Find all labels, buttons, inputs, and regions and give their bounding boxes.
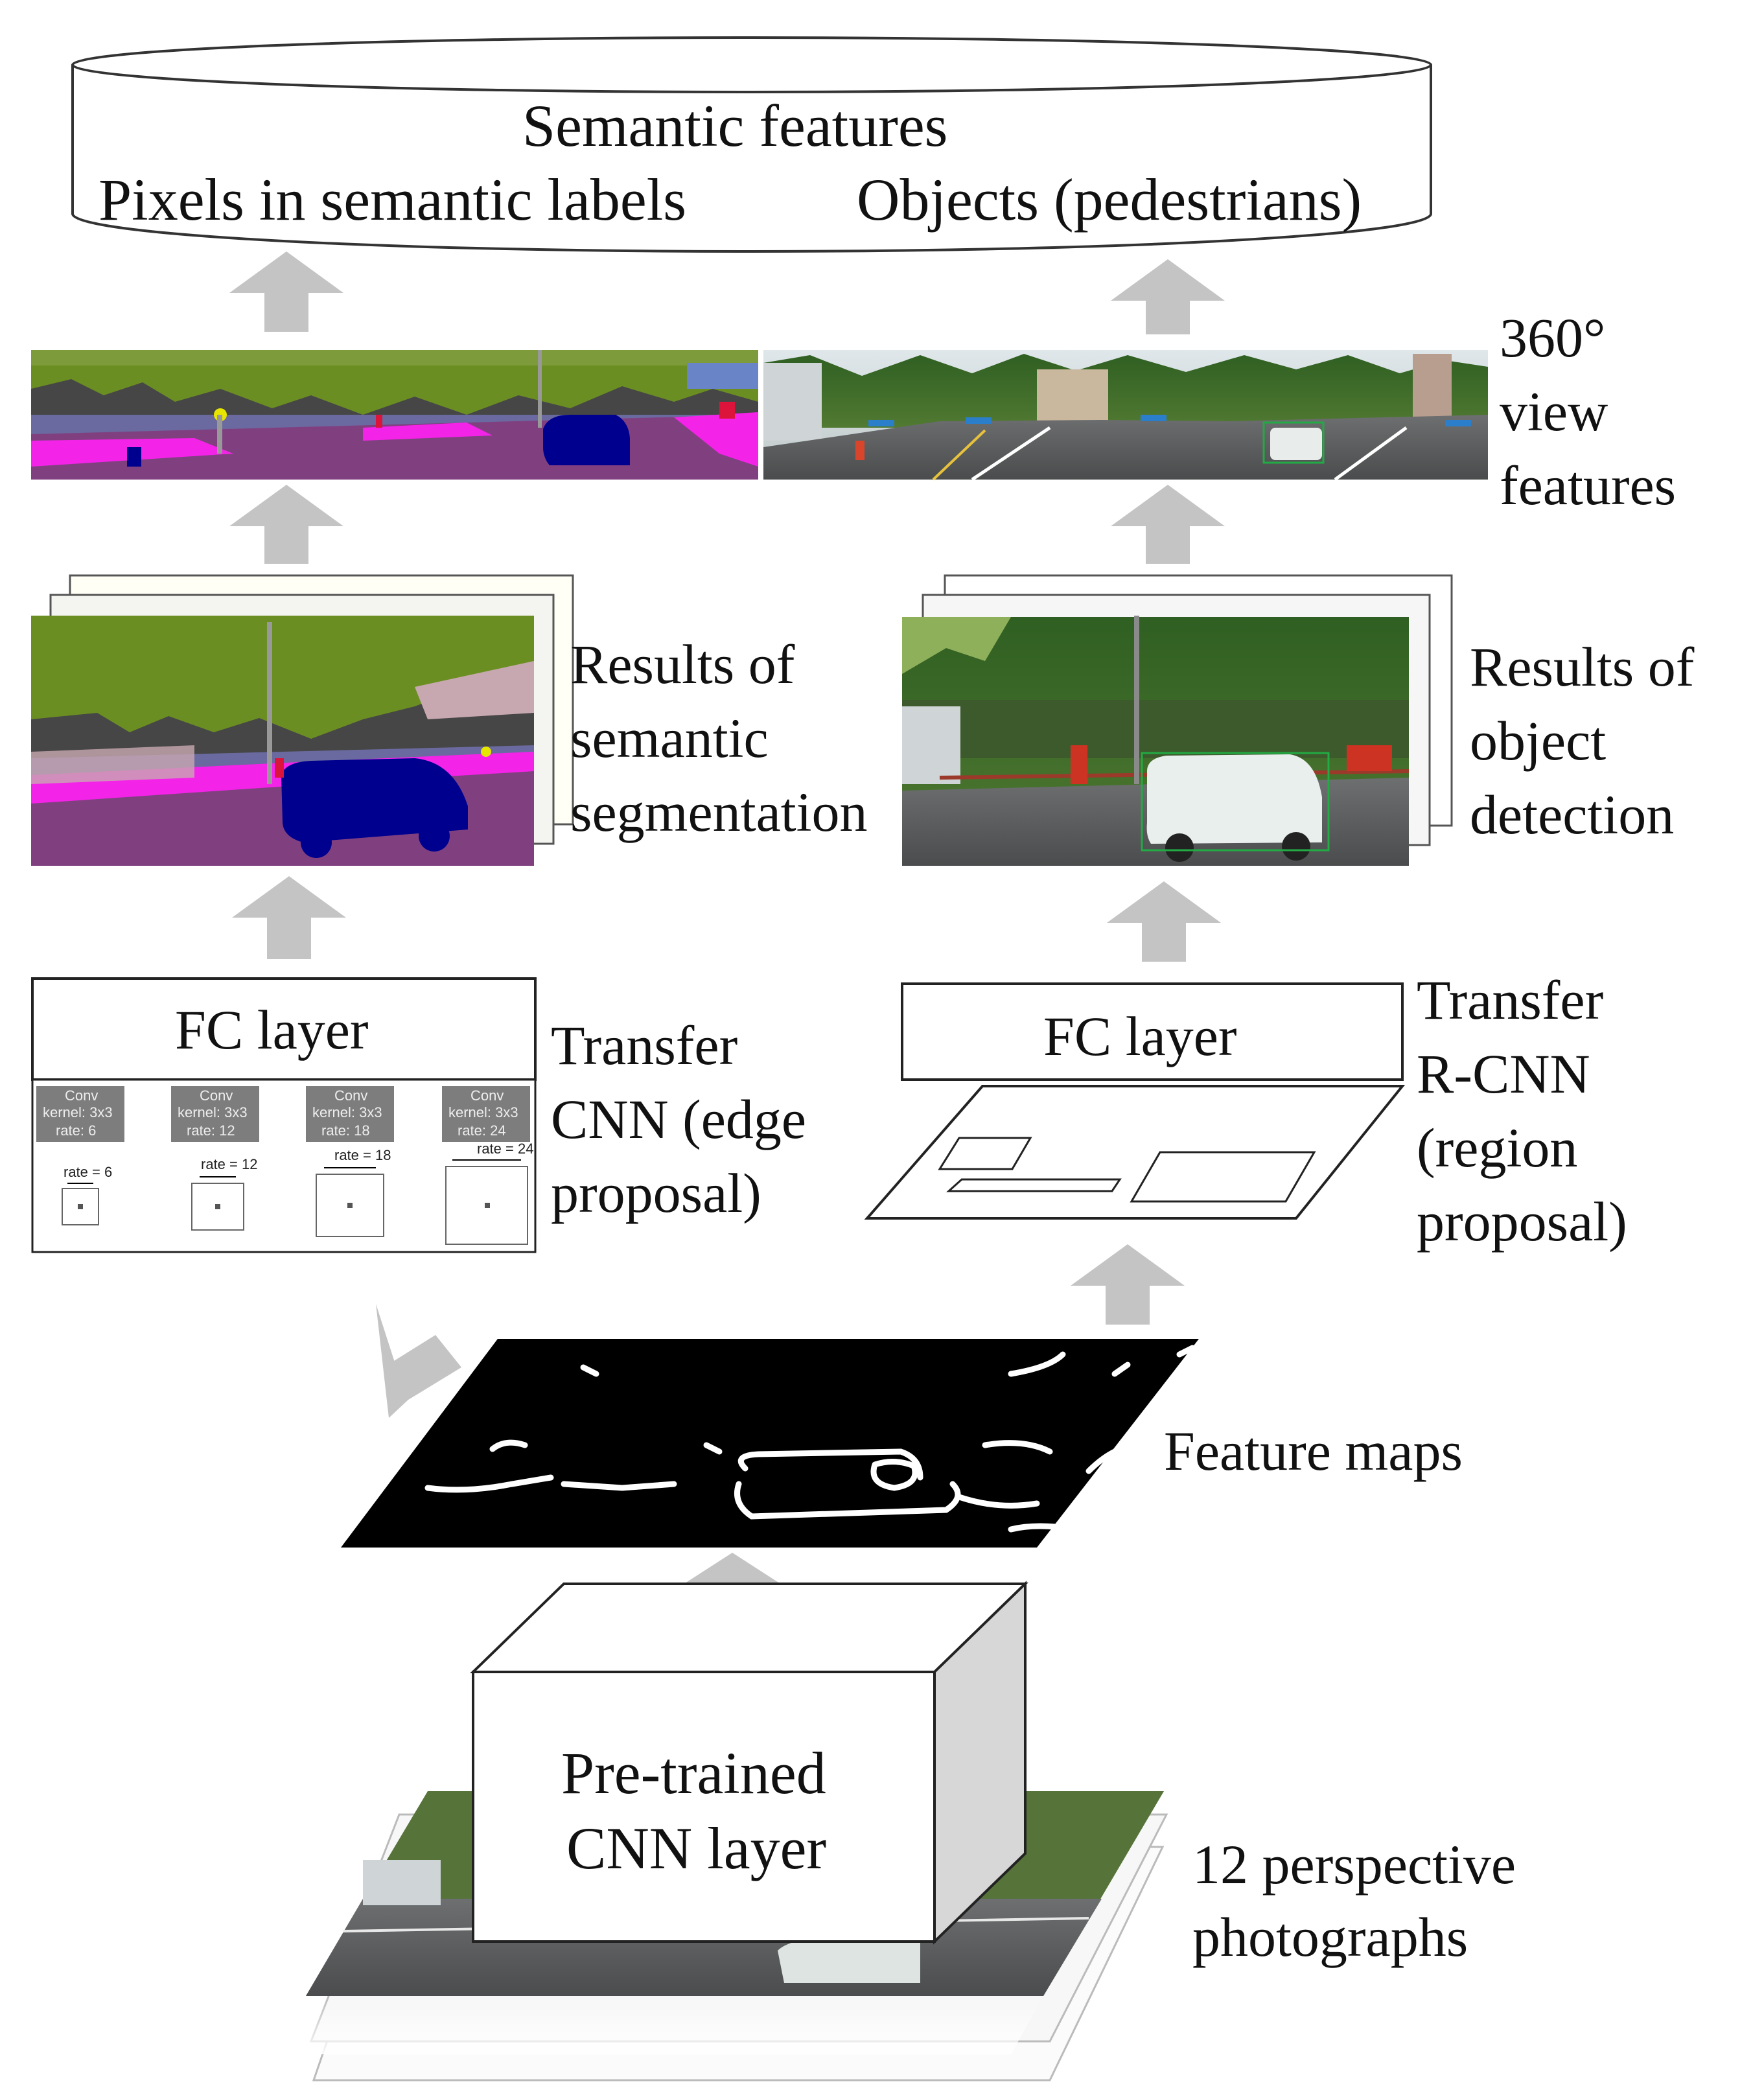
arrow-detresults-to-360 xyxy=(1111,485,1225,564)
seg-results-line2: semantic xyxy=(570,707,769,769)
pretrained-cnn-box xyxy=(470,1581,1028,1945)
semantic-features-database xyxy=(71,36,1432,253)
aspp-rate-label-4: rate = 24 xyxy=(477,1141,534,1157)
left-fc-label: FC layer xyxy=(175,999,369,1061)
arrow-det360-to-db xyxy=(1111,259,1225,334)
aspp-conv-4: Conv xyxy=(470,1087,504,1104)
aspp-block-4 xyxy=(442,1086,530,1245)
db-right-label: Objects (pedestrians) xyxy=(857,167,1362,233)
aspp-block-1 xyxy=(36,1086,124,1225)
db-left-label: Pixels in semantic labels xyxy=(99,167,687,233)
view360-line2: view xyxy=(1500,380,1608,443)
aspp-rate-label-1: rate = 6 xyxy=(64,1164,113,1180)
flow-arrows xyxy=(229,251,1225,1632)
feature-maps-plane xyxy=(341,1339,1199,1548)
aspp-conv-2: Conv xyxy=(200,1087,233,1104)
aspp-rate-2: rate: 12 xyxy=(187,1122,235,1139)
aspp-rate-label-2: rate = 12 xyxy=(201,1156,258,1172)
cnn-box-line1: Pre-trained xyxy=(561,1740,826,1806)
photos-line2: photographs xyxy=(1192,1906,1468,1968)
transfer-rcnn-line3: (region xyxy=(1417,1117,1578,1179)
feature-maps-label: Feature maps xyxy=(1164,1420,1463,1482)
aspp-block-2 xyxy=(171,1086,259,1231)
transfer-rcnn-line2: R-CNN xyxy=(1417,1043,1590,1105)
region-proposal-box-1 xyxy=(938,1137,1032,1170)
arrow-fc-to-segresults xyxy=(232,876,346,959)
arrow-segresults-to-360 xyxy=(229,485,343,564)
aspp-rate-4: rate: 24 xyxy=(458,1122,506,1139)
aspp-block-3 xyxy=(306,1086,394,1237)
transfer-rcnn-line4: proposal) xyxy=(1417,1190,1627,1253)
arrow-seg360-to-db xyxy=(229,251,343,332)
aspp-rate-1: rate: 6 xyxy=(56,1122,97,1139)
db-title: Semantic features xyxy=(522,93,948,159)
transfer-cnn-line3: proposal) xyxy=(551,1162,761,1224)
aspp-rate-3: rate: 18 xyxy=(321,1122,370,1139)
aspp-conv-1: Conv xyxy=(65,1087,99,1104)
seg-results-line1: Results of xyxy=(570,633,795,695)
detection-results-stack xyxy=(902,574,1453,866)
det-results-line1: Results of xyxy=(1470,636,1695,698)
view360-line3: features xyxy=(1500,454,1677,516)
cnn-box-line2: CNN layer xyxy=(566,1815,827,1881)
panorama-detection xyxy=(763,350,1488,481)
aspp-kernel-3: kernel: 3x3 xyxy=(312,1104,382,1120)
transfer-rcnn-line1: Transfer xyxy=(1417,969,1604,1031)
aspp-kernel-1: kernel: 3x3 xyxy=(43,1104,113,1120)
arrow-regionproposal-input xyxy=(1071,1244,1185,1325)
transfer-cnn-line1: Transfer xyxy=(551,1014,738,1076)
view360-line1: 360° xyxy=(1500,307,1606,369)
photos-line1: 12 perspective xyxy=(1192,1833,1516,1896)
transfer-cnn-line2: CNN (edge xyxy=(551,1088,807,1150)
arrow-featuremaps-to-cnn-edge xyxy=(376,1304,461,1418)
det-results-line3: detection xyxy=(1470,783,1675,846)
aspp-conv-3: Conv xyxy=(334,1087,368,1104)
arrow-fc-to-detresults xyxy=(1107,881,1221,962)
seg-results-line3: segmentation xyxy=(570,781,868,843)
right-fc-label: FC layer xyxy=(1043,1005,1237,1067)
aspp-kernel-2: kernel: 3x3 xyxy=(178,1104,248,1120)
panorama-segmentation xyxy=(31,350,758,480)
aspp-diagram xyxy=(36,1086,530,1245)
det-results-line2: object xyxy=(1470,710,1607,772)
region-proposal-box-2 xyxy=(946,1178,1122,1192)
aspp-kernel-4: kernel: 3x3 xyxy=(448,1104,518,1120)
right-transfer-rcnn xyxy=(864,982,1406,1220)
segmentation-results-stack xyxy=(31,574,574,866)
aspp-rate-label-3: rate = 18 xyxy=(334,1147,391,1163)
region-proposal-box-3 xyxy=(1130,1151,1316,1203)
